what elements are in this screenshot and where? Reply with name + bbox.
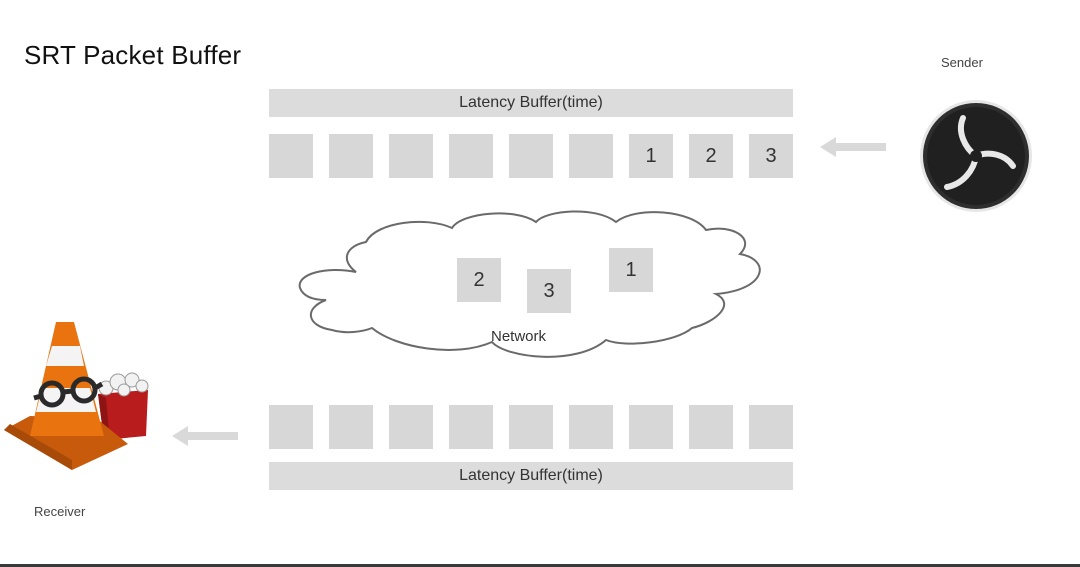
bottom-buffer-slot bbox=[269, 405, 313, 449]
bottom-buffer-slot bbox=[629, 405, 673, 449]
bottom-buffer-slot bbox=[389, 405, 433, 449]
bottom-buffer-slot bbox=[329, 405, 373, 449]
left-arrow-icon bbox=[172, 426, 238, 446]
top-buffer-slot bbox=[569, 134, 613, 178]
top-buffer-slot bbox=[449, 134, 493, 178]
network-packet: 1 bbox=[609, 248, 653, 292]
receiver-label: Receiver bbox=[34, 504, 86, 519]
top-buffer-slot bbox=[269, 134, 313, 178]
top-buffer-row: 1 2 3 bbox=[269, 134, 793, 178]
vlc-cone-icon bbox=[4, 322, 149, 470]
network-packet: 3 bbox=[527, 269, 571, 313]
top-latency-buffer-bar: Latency Buffer(time) bbox=[269, 89, 793, 117]
left-arrow-icon bbox=[820, 137, 886, 157]
top-buffer-slot bbox=[389, 134, 433, 178]
bottom-buffer-slot bbox=[749, 405, 793, 449]
network-packet: 2 bbox=[457, 258, 501, 302]
top-buffer-slot: 3 bbox=[749, 134, 793, 178]
top-buffer-slot: 1 bbox=[629, 134, 673, 178]
top-buffer-slot bbox=[509, 134, 553, 178]
network-label: Network bbox=[491, 328, 547, 345]
bottom-buffer-slot bbox=[689, 405, 733, 449]
bottom-buffer-slot bbox=[509, 405, 553, 449]
top-buffer-slot: 2 bbox=[689, 134, 733, 178]
bottom-buffer-slot bbox=[569, 405, 613, 449]
bottom-buffer-slot bbox=[449, 405, 493, 449]
obs-studio-logo-icon bbox=[920, 100, 1032, 212]
sender-label: Sender bbox=[941, 55, 983, 70]
top-buffer-slot bbox=[329, 134, 373, 178]
diagram-title: SRT Packet Buffer bbox=[24, 40, 242, 70]
bottom-buffer-row bbox=[269, 405, 793, 449]
bottom-latency-buffer-bar: Latency Buffer(time) bbox=[269, 462, 793, 490]
bottom-divider bbox=[0, 564, 1080, 567]
